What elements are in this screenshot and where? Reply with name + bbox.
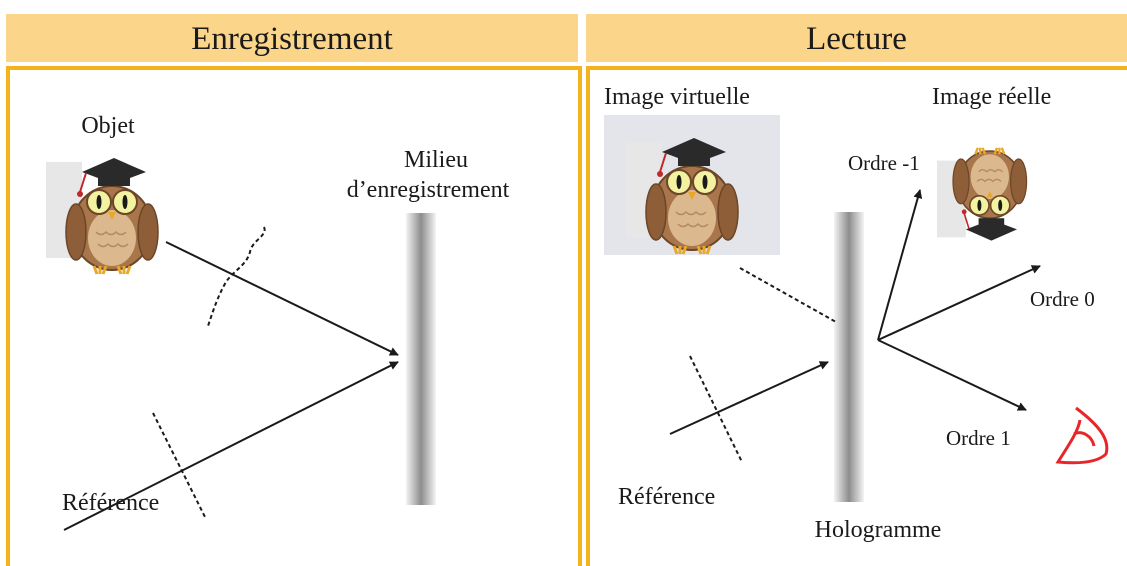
- order-minus1-arrow: [877, 189, 923, 341]
- right-panel-frame: [586, 66, 1127, 566]
- object-wavefront: [207, 226, 266, 327]
- hologram-plate: [834, 212, 864, 502]
- order-0-arrow: [877, 265, 1041, 341]
- right-reference-label: Référence: [618, 484, 715, 510]
- left-panel-frame: [6, 66, 582, 566]
- left-panel-header: Enregistrement: [6, 14, 578, 62]
- object-owl-illustration: [44, 156, 160, 276]
- recording-medium-plate: [406, 213, 436, 505]
- object-beam-arrow: [165, 241, 399, 356]
- left-reference-label: Référence: [62, 490, 159, 516]
- reading-reference-beam: [669, 361, 829, 435]
- hologram-label: Hologramme: [815, 517, 942, 543]
- eye-lid-icon: [1073, 431, 1096, 447]
- medium-label-line1: Milieu: [404, 147, 468, 173]
- order-minus1-label: Ordre -1: [848, 151, 920, 175]
- real-image-owl: [935, 146, 1028, 242]
- reading-reference-wavefront: [689, 355, 743, 463]
- right-panel-title: Lecture: [806, 21, 907, 57]
- medium-label-line2: d’enregistrement: [347, 177, 510, 203]
- order-1-arrow: [877, 339, 1027, 411]
- reference-beam-arrow: [63, 361, 399, 531]
- real-image-label: Image réelle: [932, 84, 1051, 110]
- left-panel-title: Enregistrement: [191, 21, 393, 57]
- object-label: Objet: [81, 113, 135, 139]
- order-1-label: Ordre 1: [946, 426, 1011, 450]
- virtual-image-projection: [739, 267, 837, 323]
- right-panel-header: Lecture: [586, 14, 1127, 62]
- virtual-image-label: Image virtuelle: [604, 84, 750, 110]
- reference-wavefront: [152, 412, 207, 520]
- order-0-label: Ordre 0: [1030, 287, 1095, 311]
- eye-icon: [1055, 406, 1109, 465]
